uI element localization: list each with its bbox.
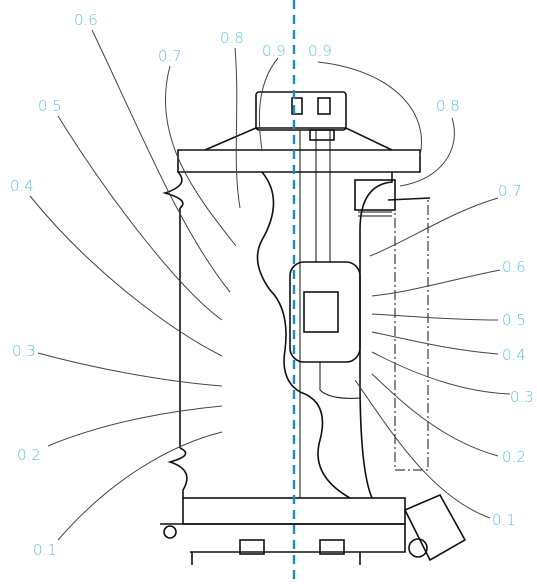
- base-legs: [191, 552, 361, 565]
- leader-right-0.9: [317, 61, 422, 157]
- chamber-hatch: [358, 211, 392, 217]
- leader-left-0.3: [37, 352, 223, 387]
- right-contour: [359, 172, 393, 499]
- side-tube: [394, 200, 429, 471]
- label-right-0.3: 0.3: [510, 388, 534, 406]
- leader-right-0.6: [371, 269, 501, 297]
- leader-left-0.8: [234, 47, 241, 209]
- base-bolt-left: [239, 539, 265, 555]
- leader-left-0.1: [57, 431, 223, 541]
- top-flange: [177, 149, 421, 173]
- leader-right-0.1: [354, 379, 491, 519]
- label-left-0.5: 0.5: [38, 97, 62, 115]
- base-frame: [160, 523, 406, 553]
- label-left-0.1: 0.1: [33, 541, 57, 559]
- leader-right-0.3: [371, 351, 511, 395]
- leader-lines: [29, 29, 511, 541]
- right-labels: 0.9 0.8 0.7 0.6 0.5 0.4 0.3 0.2 0.1: [308, 42, 534, 529]
- label-left-0.7: 0.7: [158, 47, 182, 65]
- label-left-0.9: 0.9: [262, 42, 286, 60]
- label-right-0.7: 0.7: [498, 182, 522, 200]
- label-right-0.6: 0.6: [502, 258, 526, 276]
- leader-left-0.6: [91, 29, 231, 293]
- base-bolt-right: [319, 539, 345, 555]
- cutaway-edge: [256, 171, 351, 499]
- label-right-0.5: 0.5: [502, 311, 526, 329]
- leader-left-0.2: [47, 405, 223, 447]
- bracket-bolt: [408, 538, 428, 558]
- leader-left-0.9: [258, 57, 279, 151]
- bolt-left: [291, 97, 303, 115]
- label-left-0.3: 0.3: [12, 342, 36, 360]
- label-left-0.4: 0.4: [10, 177, 34, 195]
- label-right-0.2: 0.2: [502, 448, 526, 466]
- left-labels: 0.6 0.7 0.8 0.9 0.5 0.4 0.3 0.2 0.1: [10, 11, 286, 559]
- label-left-0.8: 0.8: [220, 29, 244, 47]
- top-cap: [255, 91, 347, 131]
- leader-left-0.4: [29, 195, 223, 357]
- core-inner: [303, 291, 339, 333]
- left-shed: [162, 171, 184, 209]
- flange-taper: [204, 127, 393, 151]
- chamber-top: [354, 179, 396, 211]
- leader-right-0.5: [371, 313, 499, 321]
- bracket: [403, 493, 467, 562]
- bolt-right: [317, 97, 331, 115]
- label-left-0.6: 0.6: [74, 11, 98, 29]
- bottom-shed: [167, 447, 188, 498]
- terminal-left: [163, 525, 177, 539]
- core-lower: [319, 362, 361, 399]
- leader-right-0.8: [399, 117, 455, 187]
- leader-right-0.2: [371, 373, 499, 457]
- leader-left-0.5: [57, 115, 223, 321]
- leader-right-0.7: [369, 197, 499, 257]
- leader-left-0.7: [165, 65, 237, 247]
- tube-top: [387, 197, 431, 201]
- leader-right-0.4: [371, 331, 499, 355]
- insulator-drawing: [160, 91, 467, 565]
- label-right-0.9: 0.9: [308, 42, 332, 60]
- bolt-nut: [309, 129, 335, 141]
- label-left-0.2: 0.2: [17, 446, 41, 464]
- label-right-0.1: 0.1: [492, 511, 516, 529]
- label-right-0.4: 0.4: [502, 346, 526, 364]
- label-right-0.8: 0.8: [436, 97, 460, 115]
